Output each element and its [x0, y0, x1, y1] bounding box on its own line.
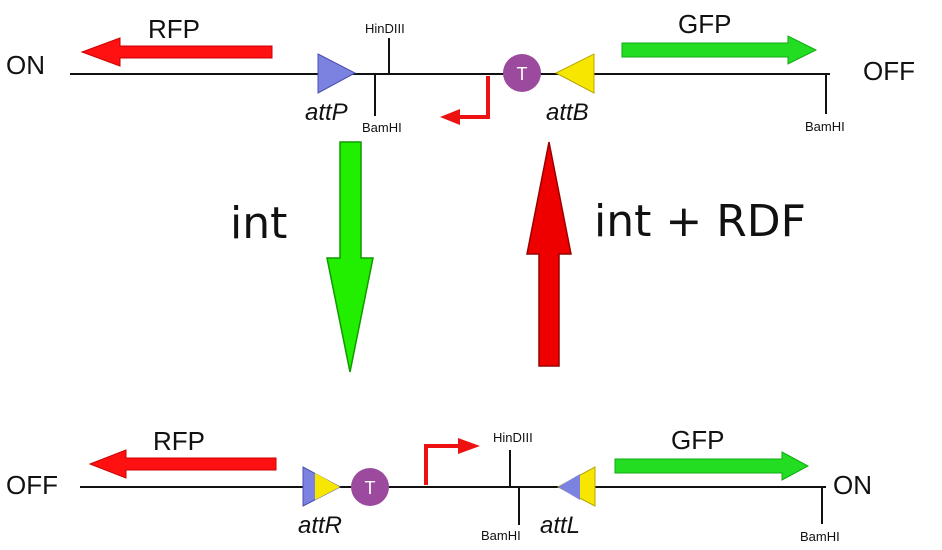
bottom-attl-site — [556, 466, 596, 507]
top-attb-site — [554, 53, 595, 94]
top-gfp-arrow — [621, 35, 818, 65]
top-promoter-arrowhead — [440, 109, 460, 125]
top-left-state-label: ON — [6, 50, 45, 80]
bottom-bamhi-label-2: BamHI — [800, 529, 840, 544]
top-construct: ON OFF RFP GFP attP HinDIII BamHI T attB… — [6, 9, 915, 135]
bottom-attr-label: attR — [298, 512, 342, 539]
bottom-terminator-label: T — [365, 478, 376, 498]
top-terminator — [503, 54, 541, 92]
bottom-hindiii-label: HinDIII — [493, 430, 533, 445]
reverse-reaction-arrow — [526, 141, 572, 367]
bottom-attr-site — [302, 466, 342, 507]
bottom-terminator — [351, 468, 389, 506]
top-attb-label: attB — [546, 99, 589, 126]
top-attp-label: attP — [305, 99, 348, 126]
forward-reaction-arrow — [326, 141, 374, 373]
forward-reaction-label: int — [230, 198, 287, 249]
bottom-rfp-label: RFP — [153, 426, 205, 456]
bottom-bamhi-label-1: BamHI — [481, 528, 521, 543]
top-attp-site — [317, 53, 357, 94]
bottom-attl-label: attL — [540, 512, 580, 539]
top-bamhi-label-1: BamHI — [362, 120, 402, 135]
bottom-gfp-arrow — [614, 451, 810, 481]
top-rfp-arrow — [80, 37, 273, 67]
bottom-construct: OFF ON RFP GFP attR T HinDIII BamHI — [6, 425, 872, 544]
top-promoter-arrow — [458, 76, 490, 119]
top-bamhi-label-2: BamHI — [805, 119, 845, 134]
reverse-reaction-label: int + RDF — [594, 196, 806, 247]
bottom-rfp-arrow — [88, 449, 277, 479]
top-terminator-label: T — [517, 64, 528, 84]
bottom-right-state-label: ON — [833, 470, 872, 500]
top-right-state-label: OFF — [863, 56, 915, 86]
top-hindiii-label: HinDIII — [365, 21, 405, 36]
bottom-promoter-arrowhead — [458, 438, 480, 454]
reaction-arrows: int int + RDF — [230, 141, 806, 373]
bottom-promoter-arrow — [424, 444, 460, 485]
bottom-left-state-label: OFF — [6, 470, 58, 500]
bottom-gfp-label: GFP — [671, 425, 724, 455]
top-gfp-label: GFP — [678, 9, 731, 39]
top-rfp-label: RFP — [148, 14, 200, 44]
